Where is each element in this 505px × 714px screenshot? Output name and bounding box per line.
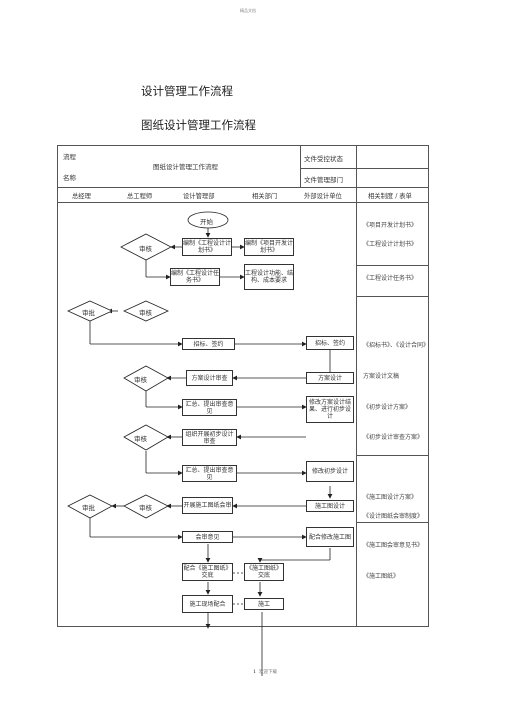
construction-box: 施工: [244, 598, 284, 610]
drawing-handover-box: 《施工图纸》交底: [244, 563, 284, 581]
compile-plan-box: 编制《工程设计计划书》: [182, 238, 232, 256]
drawing-review-box: 开展施工图纸会审: [182, 497, 233, 514]
ref-project-plan: 《项目开发计划书》: [363, 222, 418, 229]
prelim-review-box: 组织开展初步设计审查: [182, 429, 237, 446]
review-label-4: 审核: [134, 435, 147, 443]
ref-construction-design: 《施工图设计方案》: [363, 494, 418, 501]
ref-drawing-review-rule: 《设计图纸会审制度》: [363, 513, 424, 520]
start-label: 开始: [200, 218, 213, 226]
construction-drawing-box: 施工图设计: [306, 500, 354, 512]
review-diamond-5: [123, 494, 169, 519]
review-diamond-2: [123, 300, 169, 322]
coop-handover-box: 配合《施工图纸》交底: [182, 563, 233, 581]
ref-prelim-review: 《初步设计审查方案》: [363, 434, 424, 441]
approve-diamond-2: [67, 494, 113, 519]
col-regulations: 相关制度 / 表单: [368, 193, 412, 200]
col-related-dept: 相关部门: [252, 193, 278, 200]
review-label-2: 审核: [139, 309, 152, 317]
label-name: 名称: [63, 174, 76, 182]
approve-label-2: 审批: [82, 504, 95, 512]
page-number: 1: [253, 669, 257, 675]
label-process: 流程: [63, 153, 76, 161]
approve-label-1: 审批: [82, 309, 95, 317]
scheme-review-box: 方案设计审查: [186, 370, 233, 386]
review-opinion-box: 会审意见: [182, 531, 233, 543]
collect-box-2: 汇总、提出审查意见: [182, 465, 237, 482]
tender-box-2: 招标、签约: [306, 336, 354, 350]
page-subtitle: 图纸设计管理工作流程: [141, 118, 256, 132]
ref-scheme-doc: 方案设计文稿: [363, 373, 400, 380]
review-diamond-3: [123, 365, 169, 392]
ref-design-task: 《工程设计任务书》: [363, 275, 418, 282]
compile-task-box: 编制《工程设计任务书》: [170, 268, 220, 286]
design-reqs-box: 工程设计功能、结构、成本要求: [244, 264, 294, 290]
ref-prelim-design: 《初步设计方案》: [363, 404, 412, 411]
process-name: 图纸设计管理工作流程: [153, 163, 218, 171]
ref-construction-drawings: 《施工图纸》: [363, 573, 400, 580]
ref-review-opinion: 《施工图会审意见书》: [363, 542, 424, 549]
tender-box-1: 招标、签约: [182, 338, 235, 350]
collect-box-1: 汇总、提出审查意见: [182, 399, 237, 416]
doc-dept-label: 文件管理部门: [304, 176, 343, 184]
header-note: 精品文档: [240, 8, 256, 13]
revise-prelim-box: 修改初步设计: [306, 461, 354, 482]
review-label-1: 审核: [139, 245, 152, 253]
compile-project-plan-box: 编制《项目开发计划书》: [244, 238, 294, 256]
ref-tender-contract: 《招标书》、《设计合同》: [363, 342, 430, 349]
review-diamond-4: [123, 424, 169, 451]
ref-design-plan: 《工程设计计划书》: [363, 241, 418, 248]
page-title: 设计管理工作流程: [141, 84, 233, 98]
review-label-3: 审核: [134, 376, 147, 384]
col-external-design: 外部设计单位: [304, 193, 342, 200]
site-coop-box: 施工现场配合: [182, 595, 233, 613]
revise-scheme-box: 修改方案设计结果、进行初步设计: [306, 396, 354, 423]
footer-note: 欢迎下载: [259, 670, 277, 675]
cooperate-revise-box: 配合修改施工图: [306, 527, 354, 547]
col-chief-engineer: 总工程师: [127, 193, 153, 200]
review-label-5: 审核: [139, 504, 152, 512]
approve-diamond-1: [67, 300, 113, 322]
review-diamond-1: [120, 233, 172, 261]
col-general-manager: 总经理: [72, 193, 91, 200]
start-ellipse: [187, 211, 229, 229]
doc-status-label: 文件受控状态: [304, 155, 343, 163]
col-design-dept: 设计管理部: [183, 193, 215, 200]
scheme-design-box: 方案设计: [306, 372, 354, 384]
